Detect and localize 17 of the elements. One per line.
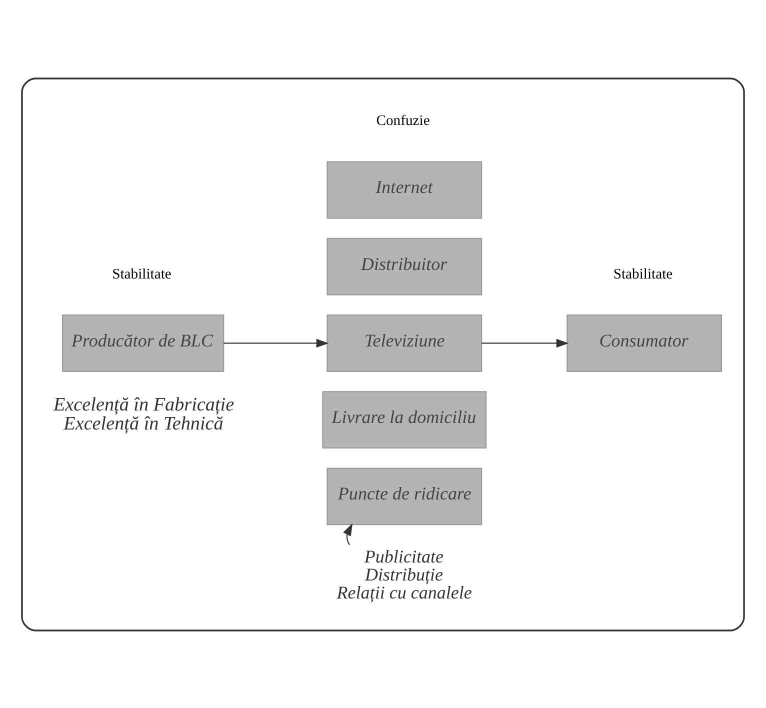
label: Stabilitate (613, 266, 673, 282)
node-label: Excelență în Fabricație (54, 394, 234, 415)
label: Confuzie (376, 112, 430, 129)
arrow (224, 338, 329, 348)
node-box: Distribuitor (326, 237, 482, 295)
label: Stabilitate (112, 266, 172, 282)
arrow (482, 338, 569, 348)
node-text: Publicitate Distribuție Relații cu canalele (336, 546, 472, 602)
cluster (21, 77, 745, 631)
node-box: Puncte de ridicare (326, 467, 482, 525)
node-box: Internet (326, 160, 482, 218)
node-box: Producător de BLC (62, 314, 224, 372)
node-box: Televiziune (326, 314, 482, 372)
node-label: Excelență în Tehnică (64, 413, 224, 434)
arrow (343, 522, 353, 545)
node-box: Livrare la domiciliu (322, 390, 487, 448)
node-box: Consumator (566, 314, 722, 372)
